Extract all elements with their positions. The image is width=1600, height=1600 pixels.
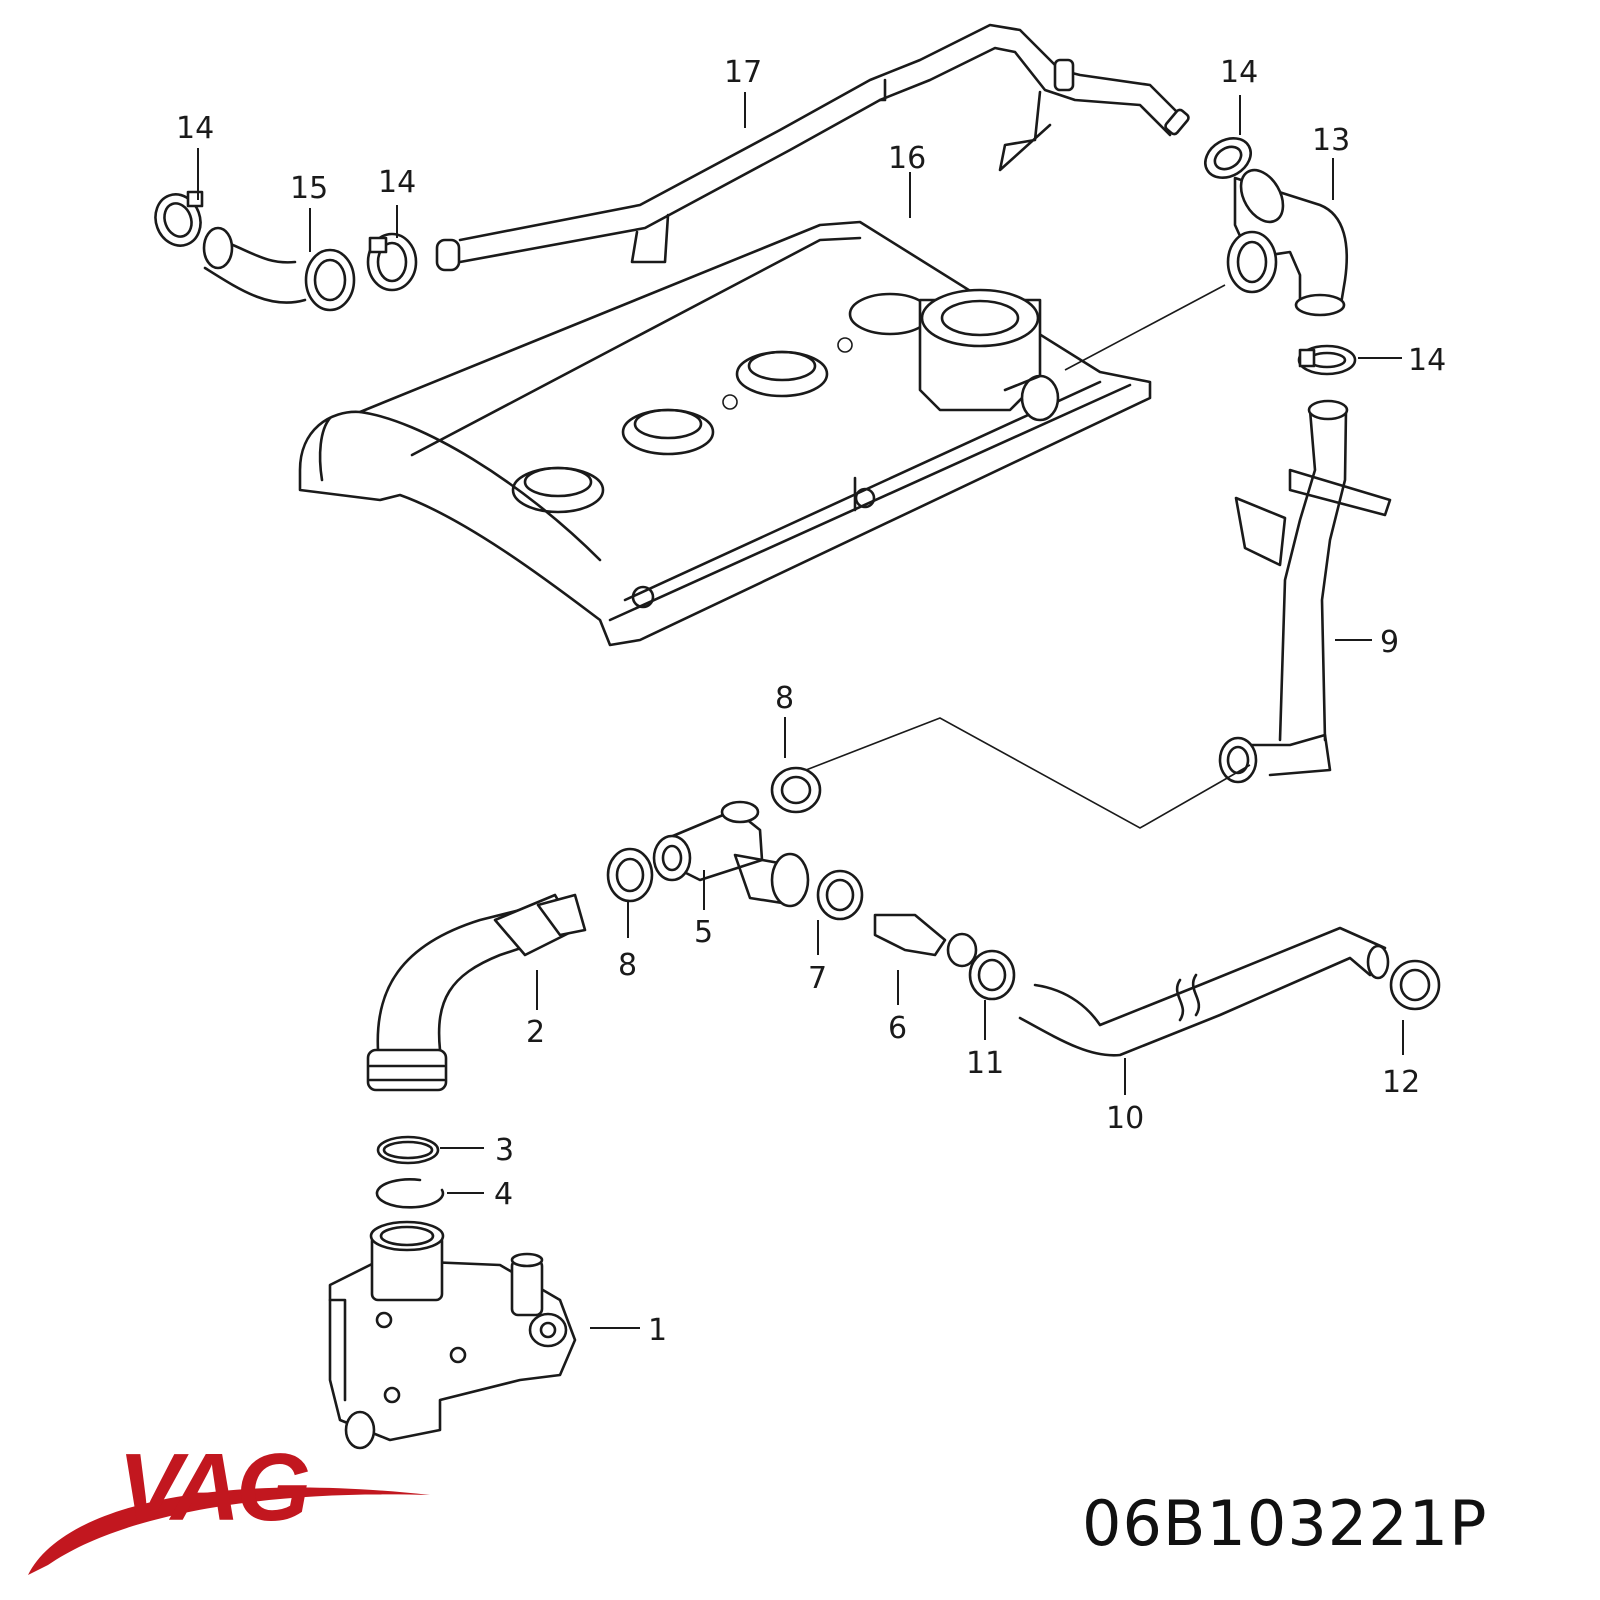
pipe-part-9 xyxy=(1218,399,1392,784)
elbow-connector-part-13 xyxy=(1226,168,1349,317)
hose-clamp-part-14-d xyxy=(1297,344,1357,376)
callout-14-left: 14 xyxy=(378,165,416,200)
callout-2: 2 xyxy=(526,1015,545,1050)
callout-labels: 17 16 14 15 14 14 13 14 9 8 8 5 7 6 11 1… xyxy=(176,55,1446,1348)
o-ring-part-3 xyxy=(376,1135,440,1165)
hose-clamp-part-8-top xyxy=(770,766,822,814)
valve-cover-part-16 xyxy=(298,220,1152,647)
hose-clamp-part-12 xyxy=(1389,959,1441,1011)
valve-part-6 xyxy=(873,913,978,968)
callout-14-right: 14 xyxy=(1408,343,1446,378)
hose-part-15 xyxy=(202,226,356,312)
callout-14-top-left: 14 xyxy=(176,111,214,146)
callout-10: 10 xyxy=(1106,1101,1144,1136)
callout-7: 7 xyxy=(808,961,827,996)
housing-part-1 xyxy=(328,1220,577,1450)
callout-3: 3 xyxy=(495,1133,514,1168)
logo-swoosh xyxy=(28,1487,430,1575)
logo-text: VAG xyxy=(118,1434,308,1541)
callout-15: 15 xyxy=(290,171,328,206)
callout-8-top: 8 xyxy=(775,681,794,716)
hose-clamp-part-11 xyxy=(968,949,1016,1001)
circlip-part-4 xyxy=(375,1178,445,1209)
callout-8-lower-clamp: 8 xyxy=(618,948,637,983)
hose-part-10 xyxy=(1018,926,1390,1057)
callout-13: 13 xyxy=(1312,123,1350,158)
hose-part-2 xyxy=(366,893,587,1092)
callout-4: 4 xyxy=(494,1177,513,1212)
part-number: 06B103221P xyxy=(1082,1487,1488,1560)
leader-lines xyxy=(197,92,1404,1329)
callout-5: 5 xyxy=(694,915,713,950)
t-connector-part-5 xyxy=(652,800,810,908)
hose-clamp-part-14-b xyxy=(366,232,418,292)
callout-14-top-right: 14 xyxy=(1220,55,1258,90)
callout-16: 16 xyxy=(888,141,926,176)
hose-clamp-part-7 xyxy=(816,869,864,921)
hose-clamp-part-14-c xyxy=(1204,137,1252,179)
callout-12-clamp: 12 xyxy=(1382,1065,1420,1100)
callout-11: 11 xyxy=(966,1046,1004,1081)
callout-1: 1 xyxy=(648,1313,667,1348)
vag-logo: VAG xyxy=(28,1434,430,1575)
callout-9: 9 xyxy=(1380,625,1399,660)
breather-pipe-part-17 xyxy=(435,23,1190,272)
hose-clamp-part-8-left xyxy=(606,847,654,903)
callout-17: 17 xyxy=(724,55,762,90)
callout-6: 6 xyxy=(888,1011,907,1046)
